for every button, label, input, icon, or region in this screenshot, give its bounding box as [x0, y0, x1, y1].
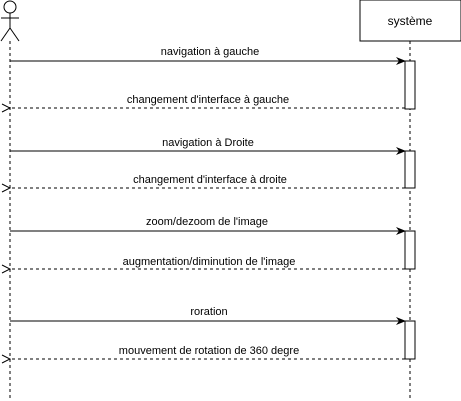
- activation-bar: [404, 60, 416, 110]
- message-label: changement d'interface à gauche: [127, 94, 289, 106]
- message-label: navigation à gauche: [161, 46, 259, 58]
- message-label: roration: [190, 306, 227, 318]
- message-label: changement d'interface à droite: [133, 174, 287, 186]
- system-label: système: [388, 14, 433, 28]
- system-participant: système: [359, 0, 461, 42]
- message-label: zoom/dezoom de l'image: [146, 216, 268, 228]
- message-label: navigation à Droite: [162, 137, 254, 149]
- activation-bar: [404, 150, 416, 189]
- message-label: augmentation/diminution de l'image: [123, 256, 296, 268]
- activation-bar: [404, 230, 416, 270]
- activation-bar: [404, 320, 416, 360]
- actor-stick-figure-icon: [0, 0, 20, 42]
- message-label: mouvement de rotation de 360 degre: [119, 345, 299, 357]
